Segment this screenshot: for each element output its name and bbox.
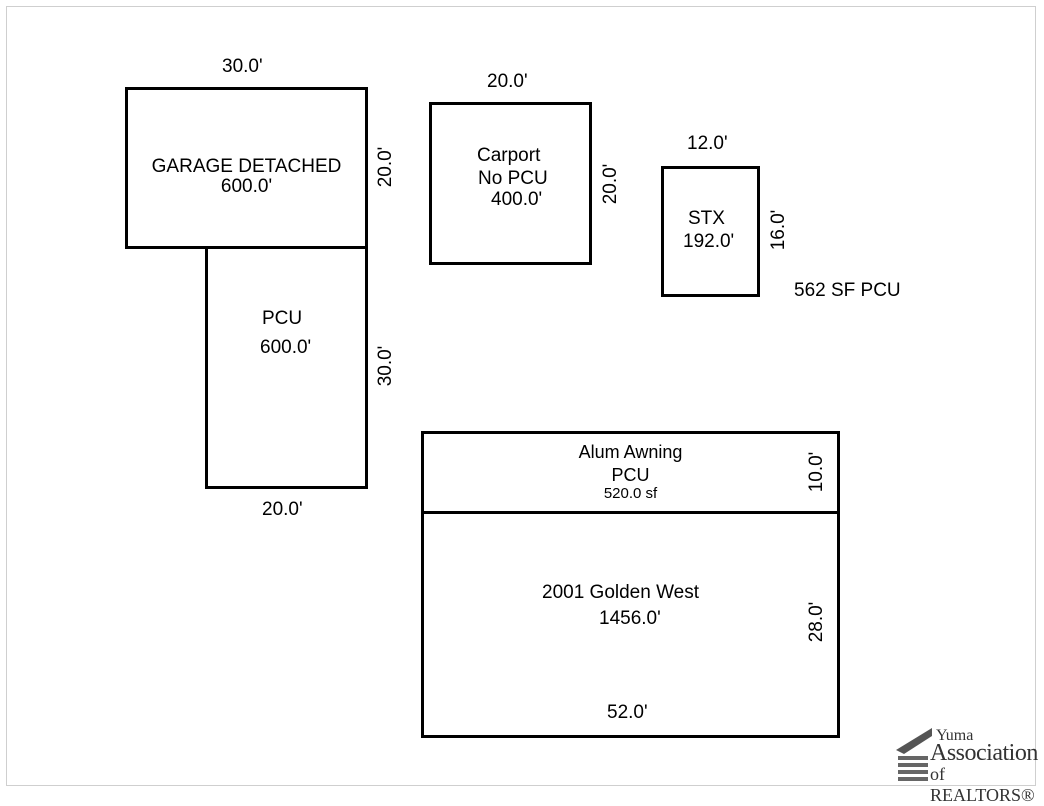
carport-area: 400.0'	[491, 189, 543, 210]
home-height-label: 28.0'	[806, 601, 827, 643]
home-name: 2001 Golden West	[542, 582, 700, 603]
carport-box	[429, 102, 592, 265]
logo-line-association: Association	[930, 740, 1038, 766]
home-area: 1456.0'	[599, 608, 661, 629]
pcu-box	[205, 246, 368, 489]
carport-pcu-status: No PCU	[478, 168, 548, 189]
pcu-width-label: 20.0'	[262, 499, 303, 520]
carport-label: Carport	[477, 145, 541, 166]
logo-house-icon	[896, 728, 932, 781]
garage-width-label: 30.0'	[222, 56, 263, 77]
home-width-label: 52.0'	[607, 702, 648, 723]
logo-line-realtors: of REALTORS®	[930, 764, 1035, 805]
awning-height-label: 10.0'	[806, 451, 827, 493]
home-box	[421, 511, 840, 738]
stx-height-label: 16.0'	[768, 209, 789, 251]
garage-name: GARAGE DETACHED	[151, 156, 342, 177]
yuma-realtors-logo: Yuma Association of REALTORS®	[890, 724, 1040, 805]
stx-name: STX	[688, 208, 725, 229]
stx-width-label: 12.0'	[687, 133, 728, 154]
pcu-name: PCU	[262, 308, 303, 329]
pcu-height-label: 30.0'	[375, 345, 396, 387]
garage-area: 600.0'	[220, 176, 273, 197]
awning-label: Alum Awning	[578, 442, 683, 462]
stx-box	[661, 166, 760, 297]
awning-pcu: PCU	[611, 465, 650, 485]
carport-height-label: 20.0'	[600, 163, 621, 205]
logo-line-yuma: Yuma	[936, 727, 974, 744]
pcu-summary: 562 SF PCU	[794, 280, 901, 301]
pcu-area: 600.0'	[260, 337, 312, 358]
carport-width-label: 20.0'	[487, 71, 528, 92]
garage-height-label: 20.0'	[375, 146, 396, 188]
drawing-frame	[6, 6, 1036, 786]
stx-area: 192.0'	[683, 231, 735, 252]
awning-area: 520.0 sf	[603, 485, 658, 502]
